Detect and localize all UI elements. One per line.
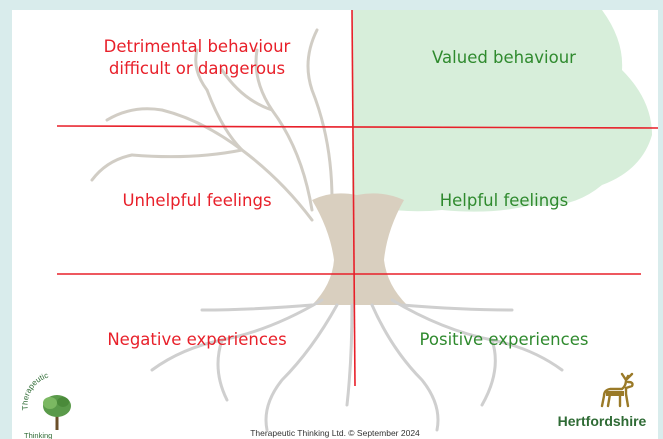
label-top-right: Valued behaviour — [432, 48, 576, 67]
hertfordshire-stag-icon — [600, 372, 634, 408]
logo-left-word: Thinking — [24, 431, 53, 439]
copyright-footer: Therapeutic Thinking Ltd. © September 20… — [250, 428, 420, 438]
tree-trunk — [312, 193, 407, 305]
label-middle-right: Helpful feelings — [439, 191, 569, 210]
label-top-left-line2: difficult or dangerous — [108, 59, 286, 78]
therapeutic-thinking-logo: Therapeutic — [22, 371, 71, 430]
logo-right-word: Hertfordshire — [557, 413, 647, 429]
vertical-divider — [351, 10, 356, 387]
diagram-slide: Detrimental behaviour difficult or dange… — [12, 10, 658, 439]
label-top-left-line1: Detrimental behaviour — [103, 37, 291, 56]
top-horizontal-divider — [56, 125, 658, 129]
label-top-left: Detrimental behaviour difficult or dange… — [52, 36, 342, 80]
tree-foliage — [352, 10, 652, 212]
tree-illustration — [56, 10, 658, 432]
logo-tree-icon — [43, 395, 71, 430]
label-bottom-right: Positive experiences — [419, 330, 589, 349]
label-bottom-left: Negative experiences — [107, 330, 287, 349]
label-middle-left: Unhelpful feelings — [122, 191, 272, 210]
